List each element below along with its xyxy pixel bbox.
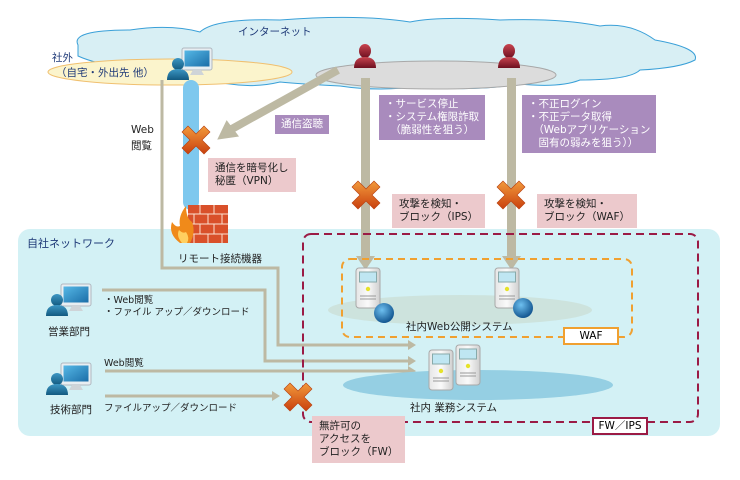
eavesdrop-threat-box: 通信盗聴 xyxy=(275,115,329,134)
tech-dept-label: 技術部門 xyxy=(50,404,92,416)
web-server-1 xyxy=(355,267,394,323)
ips-threat-box: ・サービス停止 ・システム権限詐取 （脆弱性を狙う） xyxy=(379,95,486,140)
remote-device-label: リモート接続機器 xyxy=(178,253,262,265)
outside-title: 社外 xyxy=(52,52,73,64)
waf-tag: WAF xyxy=(563,327,619,345)
tech-file-label: ファイルアップ／ダウンロード xyxy=(104,403,238,414)
tech-web-label: Web閲覧 xyxy=(104,358,144,369)
flow-lines xyxy=(102,80,408,398)
fw-ips-tag: FW／IPS xyxy=(592,417,648,435)
business-server-1 xyxy=(428,349,454,391)
internet-label: インターネット xyxy=(238,26,312,38)
ips-attack-arrow xyxy=(356,78,375,270)
business-system-label: 社内 業務システム xyxy=(410,402,498,414)
web-public-system-label: 社内Web公開システム xyxy=(406,321,513,333)
company-network-area xyxy=(18,229,350,436)
fw-ips-boundary xyxy=(302,233,699,423)
vpn-measure-box: 通信を暗号化し 秘匿（VPN） xyxy=(208,158,296,192)
sales-flow-label-2: ・ファイル アップ／ダウンロード xyxy=(104,307,250,318)
web-browse-label-2: 閲覧 xyxy=(131,140,152,152)
sales-flow-label-1: ・Web閲覧 xyxy=(104,295,154,306)
fw-measure-box: 無許可の アクセスを ブロック（FW） xyxy=(312,416,406,463)
waf-threat-box: ・不正ログイン ・不正データ取得 （Webアプリケーション 固有の弱みを狙う）） xyxy=(522,95,657,153)
web-server-2 xyxy=(494,267,533,318)
attacker-zone xyxy=(315,60,557,90)
company-network-label: 自社ネットワーク xyxy=(27,237,115,250)
ips-measure-box: 攻撃を検知・ ブロック（IPS） xyxy=(392,194,486,228)
web-browse-label-1: Web xyxy=(131,124,154,136)
eavesdrop-arrow xyxy=(217,66,340,140)
waf-boundary xyxy=(341,258,633,338)
sales-dept-label: 営業部門 xyxy=(48,326,90,338)
outside-subtitle: （自宅・外出先 他） xyxy=(56,67,154,79)
business-server-2 xyxy=(455,344,481,386)
waf-measure-box: 攻撃を検知・ ブロック（WAF） xyxy=(537,194,638,228)
firewall-icon xyxy=(171,205,228,243)
